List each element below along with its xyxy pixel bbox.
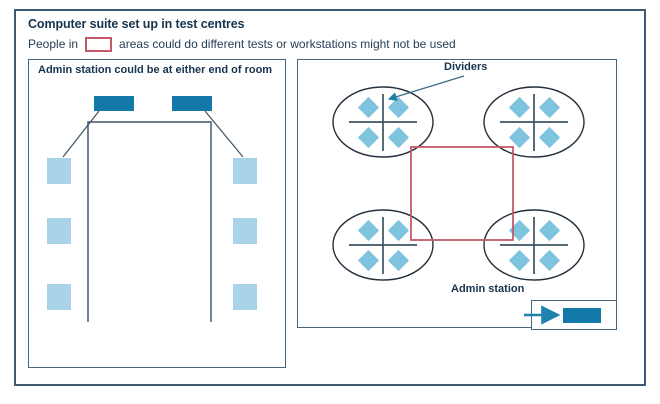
- panel-left-room-layout: [28, 59, 286, 368]
- workstation-right-3: [233, 284, 257, 310]
- panel-left-caption: Admin station could be at either end of …: [38, 64, 273, 76]
- admin-station-label: Admin station: [451, 283, 525, 295]
- workstation-right-2: [233, 218, 257, 244]
- workstation-left-3: [47, 284, 71, 310]
- dividers-label: Dividers: [444, 61, 488, 73]
- page-title: Computer suite set up in test centres: [28, 17, 245, 31]
- admin-station-desk: [563, 308, 601, 323]
- workstation-right-1: [233, 158, 257, 184]
- workstation-left-2: [47, 218, 71, 244]
- legend-suffix-text: areas could do different tests or workst…: [119, 37, 456, 51]
- admin-desk-right: [172, 96, 212, 111]
- legend: People in areas could do different tests…: [28, 36, 456, 52]
- legend-prefix-text: People in: [28, 37, 79, 51]
- workstation-left-1: [47, 158, 71, 184]
- red-outline-box-icon: [85, 36, 113, 52]
- admin-desk-left: [94, 96, 134, 111]
